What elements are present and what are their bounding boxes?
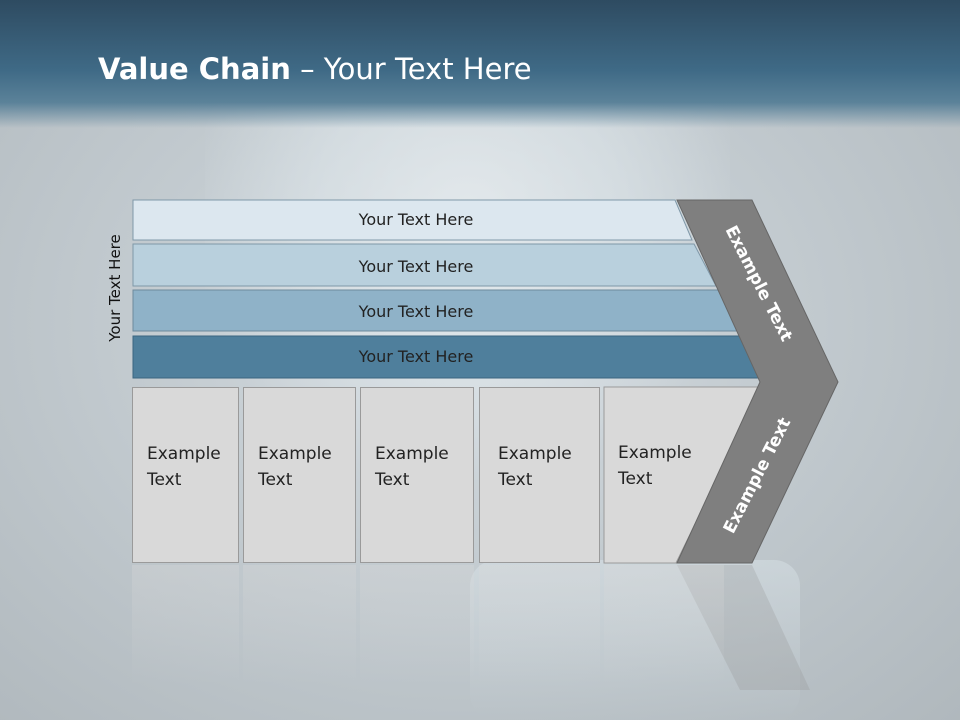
support-band[interactable]: Your Text Here — [132, 199, 693, 241]
primary-box-line1: Example — [498, 444, 572, 464]
primary-box-reflection — [360, 565, 474, 685]
background-glass-reflection — [470, 560, 800, 720]
primary-box-line2: Text — [147, 470, 182, 490]
support-band-label: Your Text Here — [358, 257, 474, 276]
support-band-label: Your Text Here — [358, 347, 474, 366]
primary-box[interactable]: Example Text — [243, 387, 356, 563]
chevron-reflection — [677, 565, 810, 690]
primary-box[interactable]: Example Text — [360, 387, 474, 563]
primary-box-text: Example Text — [498, 441, 588, 493]
primary-box-line1: Example — [147, 444, 221, 464]
title-bold: Value Chain — [98, 52, 291, 86]
support-band[interactable]: Your Text Here — [132, 335, 765, 379]
primary-box-text: Example Text — [375, 441, 465, 493]
primary-box-line2: Text — [498, 470, 533, 490]
primary-box-reflection — [132, 565, 239, 685]
primary-box[interactable]: Example Text — [132, 387, 239, 563]
primary-box-line2: Text — [258, 470, 293, 490]
support-band-label: Your Text Here — [358, 302, 474, 321]
primary-box-line2: Text — [375, 470, 410, 490]
primary-box-shape — [603, 386, 763, 564]
primary-box-text: Example Text — [618, 440, 708, 492]
primary-box-reflection — [604, 565, 724, 685]
primary-box-line2: Text — [618, 469, 653, 489]
primary-box-line1: Example — [375, 444, 449, 464]
primary-box[interactable]: Example Text — [479, 387, 600, 563]
support-band[interactable]: Your Text Here — [132, 243, 717, 287]
primary-box-text: Example Text — [258, 441, 348, 493]
support-band-label: Your Text Here — [358, 210, 474, 229]
primary-box-reflection — [243, 565, 356, 685]
margin-chevron[interactable] — [676, 199, 839, 564]
support-band[interactable]: Your Text Here — [132, 289, 741, 332]
primary-box[interactable]: Example Text — [604, 387, 692, 563]
slide-title[interactable]: Value Chain – Your Text Here — [98, 52, 532, 86]
primary-box-line1: Example — [618, 443, 692, 463]
primary-box-reflection — [479, 565, 600, 685]
primary-box-text: Example Text — [147, 441, 237, 493]
primary-box-line1: Example — [258, 444, 332, 464]
title-rest: – Your Text Here — [290, 52, 532, 86]
header-bar: Value Chain – Your Text Here — [0, 0, 960, 128]
